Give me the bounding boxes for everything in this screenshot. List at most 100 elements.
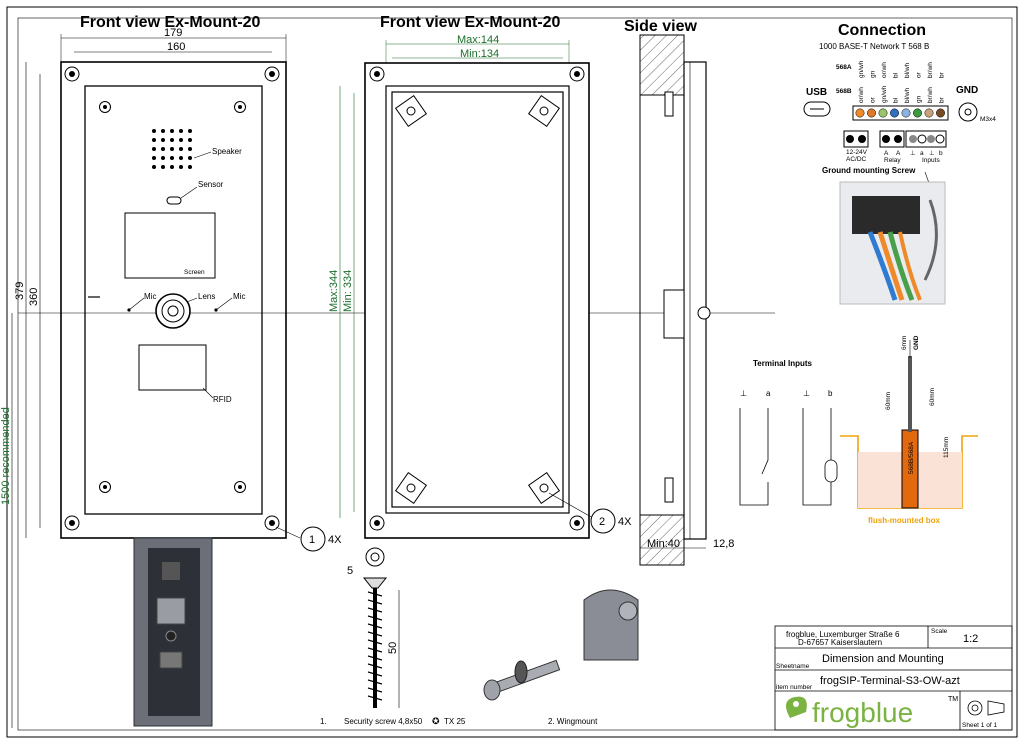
lbl568b-item: gn xyxy=(916,95,923,103)
tb-sheetname: Dimension and Mounting xyxy=(822,653,944,665)
projection-symbol-icon xyxy=(967,700,1005,716)
frame-corner-screw-icon xyxy=(369,66,585,531)
sensor-label: Sensor xyxy=(198,180,224,189)
lbl568b-item: gn/wh xyxy=(881,85,888,103)
screen-area xyxy=(124,212,216,279)
tb-company: frogblue, Luxemburger Straße 6 xyxy=(786,630,900,639)
screw-thread xyxy=(367,591,383,701)
side-plate xyxy=(683,61,707,540)
cable-label: 568B/568A xyxy=(908,441,915,474)
callout-2-number: 2 xyxy=(599,516,605,528)
tb-scale: 1:2 xyxy=(963,633,978,645)
front-plate-inner xyxy=(84,85,263,515)
terminal-inputs-title: Terminal Inputs xyxy=(753,359,813,368)
dim-min-height: Min: 334 xyxy=(342,270,354,312)
wall-section-top xyxy=(639,34,685,96)
inner-screw-icon xyxy=(99,101,246,493)
rj45-connector xyxy=(852,105,949,121)
inputs-label: Inputs xyxy=(922,157,940,164)
lbl568b-item: br xyxy=(939,96,946,103)
wingmount-caption: 2. Wingmount xyxy=(548,717,598,726)
callout-1-qty: 4X xyxy=(328,534,342,546)
row-568a: 568A xyxy=(836,64,852,71)
dim-depth: 12,8 xyxy=(713,538,734,550)
rj45-pin xyxy=(913,108,922,118)
ti-pin-r1: ⊥ xyxy=(803,389,810,398)
side-view-title: Side view xyxy=(624,18,697,35)
flush-box-caption: flush-mounted box xyxy=(868,516,941,525)
sensor-icon xyxy=(166,196,182,205)
connection-title: Connection xyxy=(838,22,926,39)
lbl568a-item: br/wh xyxy=(927,62,934,78)
wall-section-bottom xyxy=(639,514,685,566)
speaker-label: Speaker xyxy=(212,147,242,156)
rj45-pin xyxy=(936,108,945,118)
ti-pin-r2: b xyxy=(828,389,833,398)
lbl568a-item: or xyxy=(916,71,923,78)
lens-label: Lens xyxy=(198,292,215,301)
lbl568b-item: bl/wh xyxy=(904,87,911,103)
tb-item-label: item number xyxy=(776,684,813,691)
frog-logo-icon xyxy=(786,696,807,718)
terminal-input-wiring xyxy=(739,408,838,506)
lbl568b-item: or xyxy=(870,96,877,103)
lbl568b-item: bl xyxy=(893,97,900,103)
rj45-pin xyxy=(867,108,876,118)
tb-item-number: frogSIP-Terminal-S3-OW-azt xyxy=(820,675,960,687)
ground-mount-photo xyxy=(839,181,946,305)
rj45-pin xyxy=(855,108,865,118)
ti-pin-l2: a xyxy=(766,389,771,398)
gnd-label: GND xyxy=(956,85,978,96)
front-view-title: Front view Ex-Mount-20 xyxy=(80,14,261,31)
dim-160: 160 xyxy=(167,41,185,53)
ground-screw-title: Ground mounting Screw xyxy=(822,166,916,175)
dim-360: 360 xyxy=(28,288,40,306)
screw-dim-length: 50 xyxy=(387,642,399,654)
callout-1-circle xyxy=(300,526,326,552)
tb-sheet-info: Sheet 1 of 1 xyxy=(962,722,997,729)
sheet-inner-border xyxy=(17,17,1013,731)
callout-2-circle xyxy=(590,508,616,534)
lbl568a-item: br xyxy=(939,71,946,78)
tb-sheetname-label: Sheetname xyxy=(776,663,810,670)
frame-outer xyxy=(364,62,590,539)
connection-subtitle: 1000 BASE-T Network T 568 B xyxy=(819,42,929,51)
lbl568a-item: gn/wh xyxy=(858,60,865,78)
dim-min-width: Min:134 xyxy=(460,48,499,60)
sheet-border xyxy=(6,6,1018,738)
lbl568a-item: or/wh xyxy=(881,62,888,78)
tb-scale-label: Scale xyxy=(931,628,948,635)
rj45-pin xyxy=(878,108,888,118)
power-label-1: 12-24V xyxy=(846,149,868,156)
dim-179: 179 xyxy=(164,27,182,39)
screw-drive-type: TX 25 xyxy=(444,717,466,726)
input-pin-3: ⊥ xyxy=(929,150,935,157)
tb-logo-text: frogblue xyxy=(812,697,913,728)
dim-6mm: 6mm xyxy=(901,336,908,350)
lbl568a-item: bl xyxy=(893,72,900,78)
mic-left-label: Mic xyxy=(144,292,156,301)
dim-max-width: Max:144 xyxy=(457,34,499,46)
wingmount-part-icon xyxy=(483,589,639,701)
power-label-2: AC/DC xyxy=(846,156,867,163)
dim-60mm-left: 60mm xyxy=(885,392,892,410)
usb-label: USB xyxy=(806,87,827,98)
rfid-label: RFID xyxy=(213,395,232,404)
ti-pin-l1: ⊥ xyxy=(740,389,747,398)
dim-60mm-right: 60mm xyxy=(929,388,936,406)
dim-max-height: Max:344 xyxy=(328,270,340,312)
tb-trademark: TM xyxy=(948,696,958,703)
callout-1-number: 1 xyxy=(309,534,315,546)
screw-caption: Security screw 4,8x50 xyxy=(344,717,423,726)
frame-view-title: Front view Ex-Mount-20 xyxy=(380,14,561,31)
input-pin-2: a xyxy=(920,150,924,157)
torx-icon: ✪ xyxy=(432,716,440,726)
dim-115mm: 115mm xyxy=(943,437,950,458)
lbl568b-item: or/wh xyxy=(858,87,865,103)
wingmount-clip-icon xyxy=(394,94,561,505)
speaker-grille-icon xyxy=(152,129,192,169)
